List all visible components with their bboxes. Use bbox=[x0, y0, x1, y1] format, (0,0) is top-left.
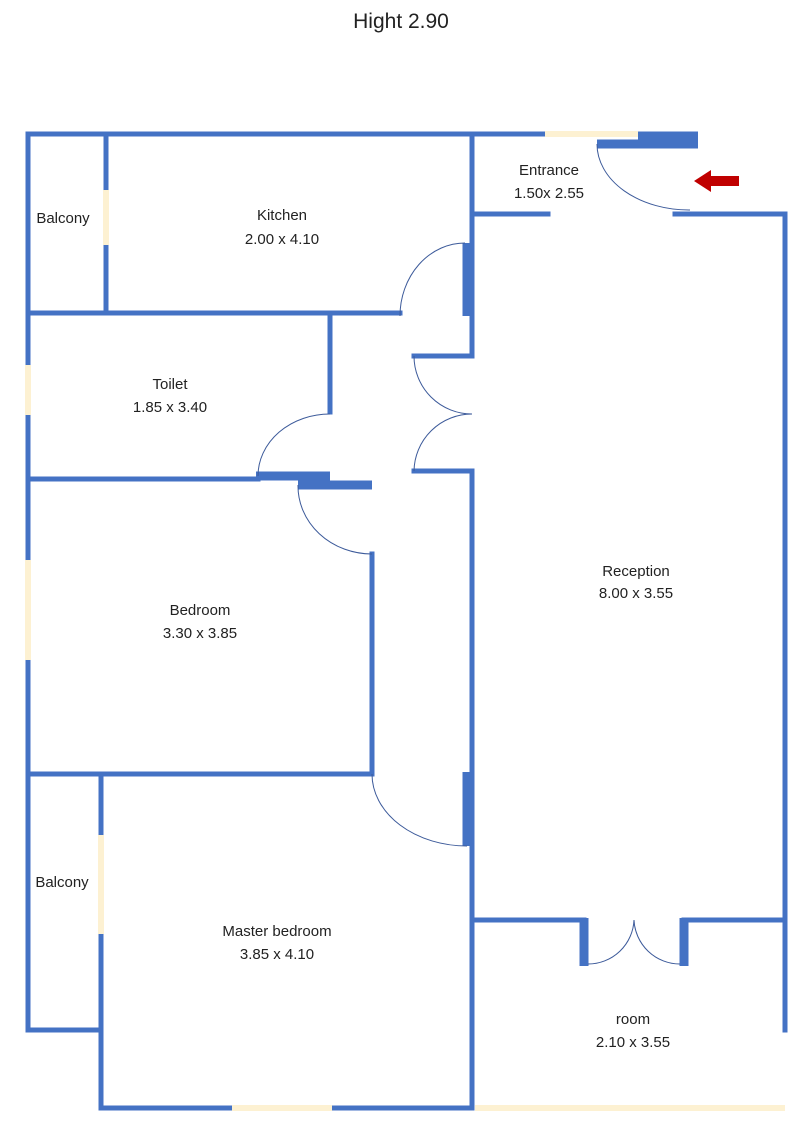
left-arrow-icon bbox=[694, 170, 739, 192]
room-size: 1.85 x 3.40 bbox=[133, 399, 207, 416]
walls bbox=[25, 131, 788, 1111]
windows bbox=[25, 131, 785, 1111]
door-swing-reception-upper bbox=[413, 355, 473, 415]
door-swing-kitchen bbox=[399, 242, 466, 317]
room-name: Toilet bbox=[152, 376, 188, 393]
room-labels: Balcony Kitchen 2.00 x 4.10 Entrance 1.5… bbox=[35, 162, 673, 1051]
room-size: 3.85 x 4.10 bbox=[240, 946, 314, 963]
room-name: Master bedroom bbox=[222, 923, 331, 940]
room-name: Reception bbox=[602, 563, 670, 580]
door-swing-toilet bbox=[257, 413, 331, 477]
room-name: Entrance bbox=[519, 162, 579, 179]
door-swings bbox=[257, 143, 691, 965]
room-size: 1.50x 2.55 bbox=[514, 185, 584, 202]
door-swing-room-left bbox=[587, 919, 635, 965]
room-name: Bedroom bbox=[170, 602, 231, 619]
ceiling-height-title: Hight 2.90 bbox=[353, 10, 449, 33]
room-size: 8.00 x 3.55 bbox=[599, 585, 673, 602]
door-swing-room-right bbox=[633, 919, 681, 965]
room-name: Kitchen bbox=[257, 207, 307, 224]
room-size: 2.00 x 4.10 bbox=[245, 231, 319, 248]
room-size: 2.10 x 3.55 bbox=[596, 1034, 670, 1051]
room-name: room bbox=[616, 1011, 650, 1028]
room-name: Balcony bbox=[35, 874, 89, 891]
door-swing-reception-lower bbox=[413, 413, 473, 472]
door-swing-bedroom bbox=[297, 484, 373, 555]
door-swing-master-bedroom bbox=[371, 773, 468, 847]
door-swing-entrance bbox=[596, 143, 691, 211]
room-name: Balcony bbox=[36, 210, 90, 227]
room-size: 3.30 x 3.85 bbox=[163, 625, 237, 642]
